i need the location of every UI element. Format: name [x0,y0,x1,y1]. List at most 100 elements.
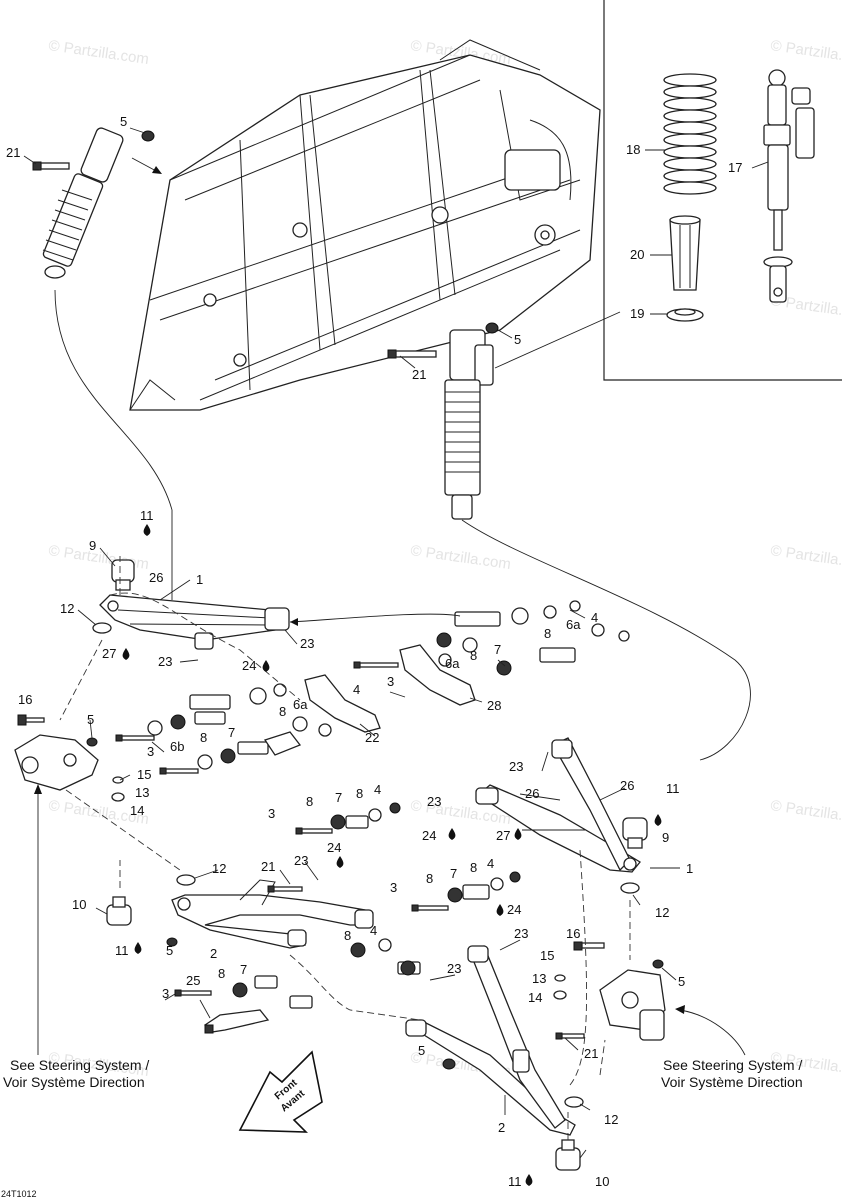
steering-note-left-line2: Voir Système Direction [3,1074,145,1090]
callout-1: 1 [196,572,203,587]
callout-12: 12 [212,861,226,876]
callout-24: 24 [242,658,256,673]
oil-drop-icon [525,1174,533,1186]
steering-ref-arrow-left [34,784,42,794]
ball-joint-10-left [106,896,132,926]
callout-5: 5 [166,943,173,958]
callout-13: 13 [135,785,149,800]
callout-5: 5 [87,712,94,727]
callout-13: 13 [532,971,546,986]
callout-3: 3 [147,744,154,759]
arrow-head-1 [152,166,162,174]
callout-3: 3 [162,986,169,1001]
callout-4: 4 [487,856,494,871]
callout-26: 26 [525,786,539,801]
callout-labels: 21 5 18 17 20 19 5 21 11 9 26 1 12 27 23… [6,114,742,1189]
callout-leaders [23,127,769,1159]
callout-5: 5 [514,332,521,347]
callout-11: 11 [140,508,154,523]
bolt-21-shank [40,162,70,170]
circlip-12-left [92,622,112,634]
callout-8: 8 [426,871,433,886]
bolt-21d-head [555,1032,563,1040]
callout-20: 20 [630,247,644,262]
callout-11: 11 [508,1174,522,1189]
oil-drop-icon [262,660,270,672]
callout-16: 16 [566,926,580,941]
callout-24: 24 [422,828,436,843]
callout-2: 2 [210,946,217,961]
nut-5 [141,130,155,142]
callout-23: 23 [447,961,461,976]
lubricant-drop-icons [122,524,662,1186]
leader-inset [494,311,621,369]
callout-10: 10 [595,1174,609,1189]
steering-ref-arrow-right [675,1005,685,1014]
bushing-stack-lower-left [350,938,421,976]
nut-14-right [553,990,567,1000]
bushing-stack-left [147,683,332,770]
steering-note-right-line1: See Steering System / [663,1057,802,1073]
bolt-21b-head [387,349,397,359]
callout-15: 15 [137,767,151,782]
watermark-7: © Partzilla.com [409,542,511,573]
bolt-3c-head [159,767,167,775]
steering-knuckle-right [573,941,666,1041]
callout-21: 21 [261,859,275,874]
coil-spring-18 [663,73,717,195]
callout-7: 7 [335,790,342,805]
bolt-3b-head [115,734,123,742]
callout-23: 23 [427,794,441,809]
shock-detail-inset-border [603,0,842,381]
oil-drop-icon [496,904,504,916]
circlip-12-lower-right [564,1096,584,1108]
callout-27: 27 [102,646,116,661]
callout-22: 22 [365,730,379,745]
callout-8: 8 [279,704,286,719]
assembly-guide-lines [59,556,631,1140]
bolt-21b-shank [395,350,437,358]
callout-1: 1 [686,861,693,876]
bolt-3b-shank [121,735,155,741]
callout-11: 11 [666,781,680,796]
nut-14-left [111,792,125,802]
callout-4: 4 [374,782,381,797]
cotter-13-left [112,776,124,784]
callout-18: 18 [626,142,640,157]
callout-15: 15 [540,948,554,963]
bushing-stack-upper-right [454,600,630,642]
callout-5: 5 [120,114,127,129]
callout-4: 4 [353,682,360,697]
upper-a-arm-left [99,594,290,650]
callout-16: 16 [18,692,32,707]
callout-3: 3 [268,806,275,821]
callout-12: 12 [60,601,74,616]
callout-24: 24 [507,902,521,917]
callout-9: 9 [89,538,96,553]
bolt-3a-head [353,661,361,669]
bolt-21c-head [267,885,275,893]
bushing-stack-mid-right [411,871,521,912]
steering-note-left-line1: See Steering System / [10,1057,149,1073]
callout-8: 8 [470,860,477,875]
callout-17: 17 [728,160,742,175]
ball-joint-10-right [555,1139,581,1171]
arrow-head-2 [290,618,298,626]
callout-21: 21 [412,367,426,382]
callout-8: 8 [544,626,551,641]
upper-a-arm-right [475,737,641,873]
callout-5: 5 [418,1043,425,1058]
callout-7: 7 [228,725,235,740]
callout-23: 23 [300,636,314,651]
front-direction-arrow: Front Avant [238,1050,323,1133]
callout-19: 19 [630,306,644,321]
chassis-frame [129,39,601,411]
image-reference-code: 24T1012 [1,1189,37,1199]
oil-drop-icon [448,828,456,840]
callout-8: 8 [470,648,477,663]
callout-25: 25 [186,973,200,988]
arrow-arm-to-frame [289,613,461,623]
callout-23: 23 [158,654,172,669]
oil-drop-icon [514,828,522,840]
